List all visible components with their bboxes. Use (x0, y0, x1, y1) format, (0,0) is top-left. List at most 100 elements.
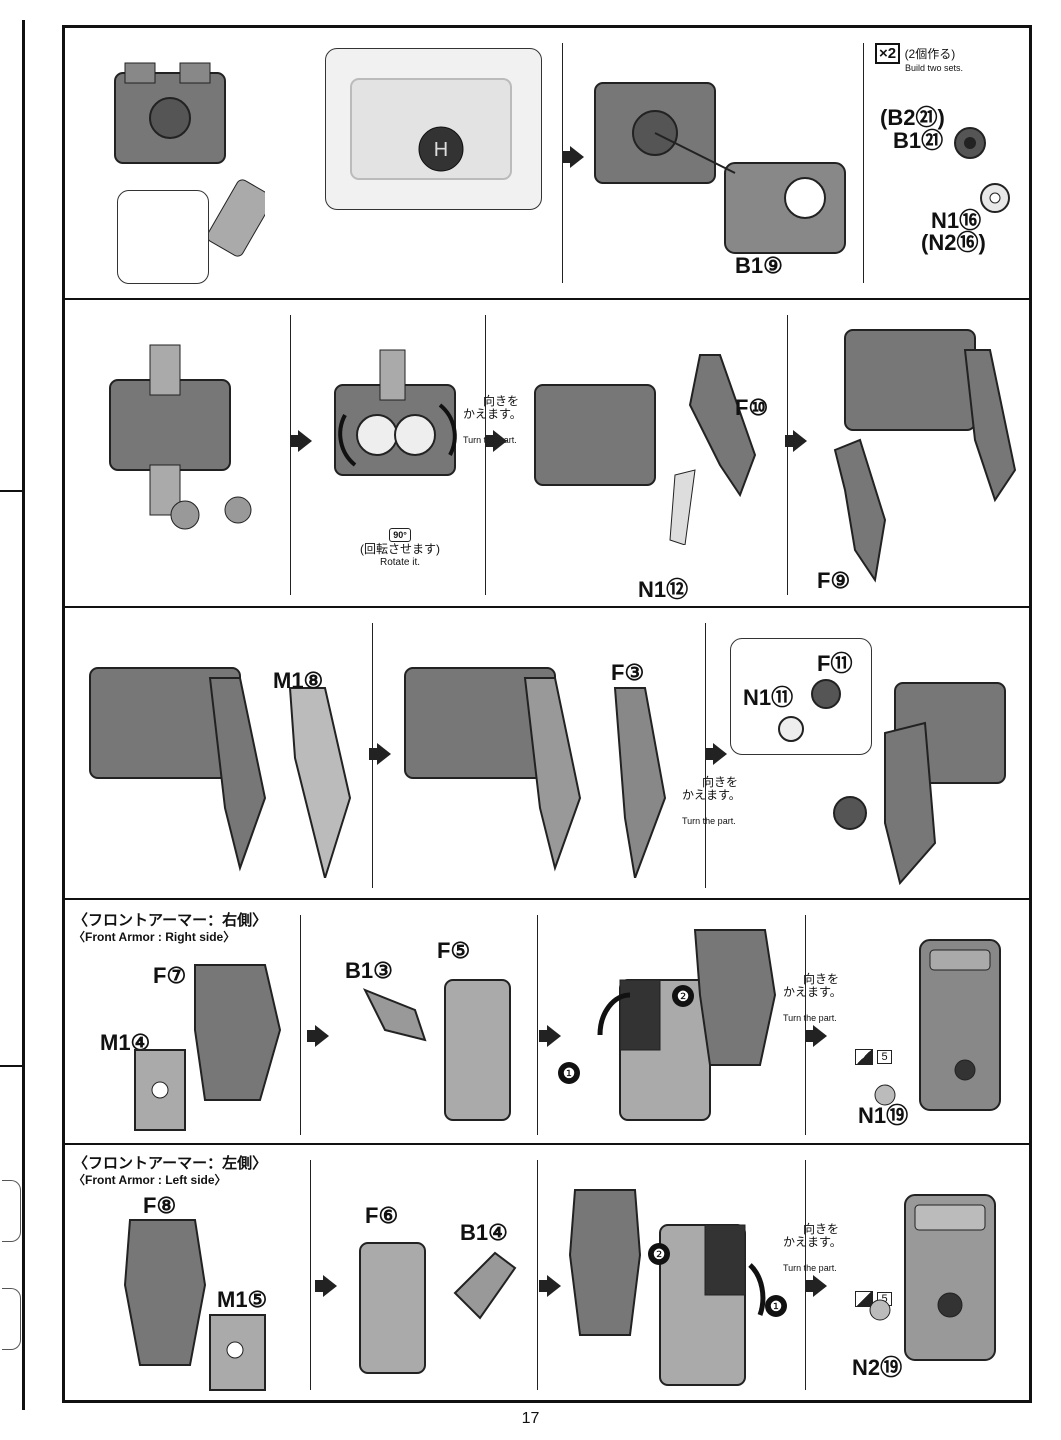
front-armor-illustration (869, 1194, 996, 1361)
waist-unit-illustration (334, 349, 457, 476)
turn-jp: 向きを かえます。 (783, 1222, 842, 1249)
front-armor-illustration (123, 1219, 266, 1391)
front-armor-illustration (874, 939, 1001, 1111)
waist-armor-illustration (404, 667, 667, 878)
transparent-view-callout: H (325, 48, 542, 210)
step-divider (537, 915, 538, 1135)
front-armor-illustration (597, 929, 777, 1121)
step-arrow (705, 743, 727, 765)
part-label: F⑪ (817, 651, 853, 676)
part-label: M1⑤ (217, 1287, 268, 1312)
heading-jp: 〈フロントアーマー：左側〉 (73, 1155, 268, 1172)
step-divider (863, 43, 864, 283)
previous-page-margin (0, 20, 25, 1410)
margin-rule (0, 490, 22, 492)
ring-parts-illustration (778, 679, 841, 742)
turn-note: 向きを かえます。 Turn the part. (463, 382, 522, 473)
step-arrow (562, 146, 584, 168)
sticker-number: 5 (877, 1049, 892, 1064)
part-label: F⑩ (735, 395, 769, 420)
turn-note: 向きを かえます。 Turn the part. (682, 763, 741, 854)
step-divider (300, 915, 301, 1135)
turn-jp: 向きを かえます。 (682, 775, 741, 802)
step-arrow (485, 430, 507, 452)
frame-assembly-illustration (114, 62, 265, 257)
step-arrow (315, 1275, 337, 1297)
sticker-icon (855, 1048, 873, 1065)
part-label: F⑦ (153, 963, 187, 988)
part-label: B1⑨ (735, 253, 783, 278)
turn-note: 向きを かえます。 Turn the part. (783, 1210, 842, 1301)
step-row-3: M1⑧ F③ 向きを かえます。 Turn the part. F⑪ N1⑪ (65, 608, 1029, 900)
step-divider (787, 315, 788, 595)
part-label: F⑥ (365, 1203, 399, 1228)
sticker-ref: 5 (855, 1290, 892, 1308)
step-divider (485, 315, 486, 595)
step-number: ❶ (765, 1295, 787, 1317)
step-number: ❷ (672, 985, 694, 1007)
step-row-4: 〈フロントアーマー：右側〉 〈Front Armor : Right side〉… (65, 900, 1029, 1145)
rotate-note: 90° (回転させます) Rotate it. (355, 525, 445, 569)
transparent-part-illustration: H (350, 78, 512, 180)
step-arrow (539, 1275, 561, 1297)
waist-armor-illustration (833, 329, 1017, 583)
build-two-sets-note: ×2 (2個作る) Build two sets. (875, 43, 963, 75)
waist-armor-illustration (534, 354, 757, 545)
margin-rule (0, 1065, 22, 1067)
page-number: 17 (521, 1410, 540, 1427)
step-divider (805, 915, 806, 1135)
instruction-frame: H B1⑨ ×2 (2個作る) Build two sets. (B2㉑) B1… (62, 25, 1032, 1403)
turn-en: Turn the part. (783, 1263, 837, 1273)
part-label: B1④ (460, 1220, 508, 1245)
part-label: M1⑧ (273, 668, 324, 693)
part-label: N1⑯ (931, 208, 982, 233)
step-divider (290, 315, 291, 595)
part-label: F⑤ (437, 938, 471, 963)
step-arrow (805, 1025, 827, 1047)
front-armor-illustration (134, 964, 282, 1131)
step-arrow (290, 430, 312, 452)
part-label: F③ (611, 660, 645, 685)
part-label: (B2㉑) (880, 105, 945, 130)
rotate-en: Rotate it. (379, 557, 421, 568)
step-divider (805, 1160, 806, 1390)
heading-en: 〈Front Armor : Right side〉 (73, 930, 236, 944)
margin-tab (2, 1180, 21, 1242)
section-heading-left: 〈フロントアーマー：左側〉 〈Front Armor : Left side〉 (73, 1155, 267, 1189)
step-arrow (307, 1025, 329, 1047)
rotate-badge: 90° (389, 528, 411, 542)
step-divider (562, 43, 563, 283)
step-row-5: 〈フロントアーマー：左側〉 〈Front Armor : Left side〉 … (65, 1145, 1029, 1400)
turn-note: 向きを かえます。 Turn the part. (783, 960, 842, 1051)
part-label: N1⑪ (743, 685, 794, 710)
step-number: ❶ (558, 1062, 580, 1084)
part-label: F⑨ (817, 568, 851, 593)
step-arrow (539, 1025, 561, 1047)
step-row-1: H B1⑨ ×2 (2個作る) Build two sets. (B2㉑) B1… (65, 28, 1029, 300)
turn-en: Turn the part. (682, 816, 736, 826)
section-heading-right: 〈フロントアーマー：右側〉 〈Front Armor : Right side〉 (73, 912, 267, 946)
turn-jp: 向きを かえます。 (463, 394, 522, 421)
waist-armor-illustration (89, 667, 352, 878)
detail-callout (117, 190, 209, 284)
part-label: N1⑫ (638, 577, 689, 602)
step-divider (310, 1160, 311, 1390)
front-armor-illustration (568, 1189, 766, 1386)
front-armor-illustration (359, 1242, 517, 1374)
sticker-ref: 5 (855, 1048, 892, 1066)
part-label: F⑧ (143, 1193, 177, 1218)
heading-en: 〈Front Armor : Left side〉 (73, 1173, 227, 1187)
x2-badge: ×2 (875, 43, 901, 64)
build-two-jp: (2個作る) (904, 47, 956, 61)
step-arrow (805, 1275, 827, 1297)
step-arrow (785, 430, 807, 452)
frame-assembly-illustration (594, 82, 846, 254)
margin-tab (2, 1288, 21, 1350)
heading-jp: 〈フロントアーマー：右側〉 (73, 912, 268, 929)
part-label: (N2⑯) (921, 230, 986, 255)
waist-unit-illustration (109, 344, 252, 530)
rotate-jp: (回転させます) (360, 542, 440, 556)
part-label: N2⑲ (852, 1355, 903, 1380)
turn-en: Turn the part. (783, 1013, 837, 1023)
step-number: ❷ (648, 1243, 670, 1265)
